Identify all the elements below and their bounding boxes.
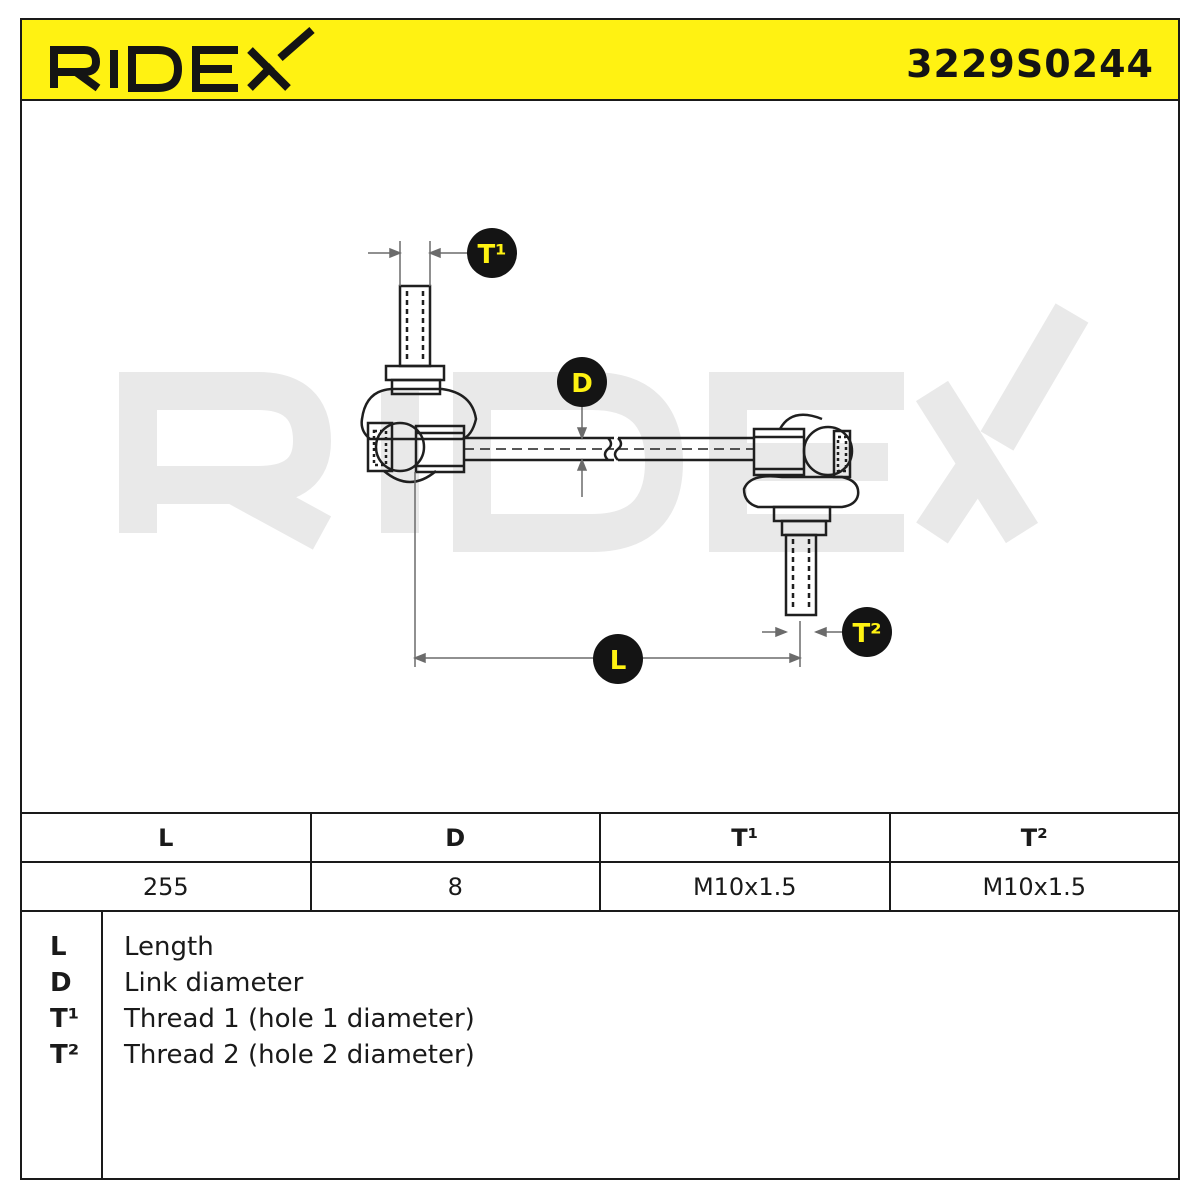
callout-d: D bbox=[557, 357, 607, 407]
spec-header-t1: T¹ bbox=[599, 812, 891, 863]
spec-value-t2: M10x1.5 bbox=[888, 861, 1180, 912]
spec-value-l: 255 bbox=[20, 861, 312, 912]
callout-d-label: D bbox=[571, 369, 593, 399]
spec-header-d: D bbox=[309, 812, 601, 863]
legend-row-t1: T¹ Thread 1 (hole 1 diameter) bbox=[22, 1002, 1178, 1038]
callout-t1-label: T¹ bbox=[477, 240, 506, 270]
ridex-watermark bbox=[119, 303, 1089, 552]
legend-symbol: T² bbox=[50, 1040, 80, 1070]
legend-description: Thread 1 (hole 1 diameter) bbox=[124, 1004, 475, 1034]
legend-symbol: L bbox=[50, 932, 67, 962]
callout-t2: T² bbox=[842, 607, 892, 657]
spec-value-t1: M10x1.5 bbox=[599, 861, 891, 912]
legend-description: Link diameter bbox=[124, 968, 304, 998]
spec-header-row: L D T¹ T² bbox=[20, 812, 1180, 863]
spec-value-row: 255 8 M10x1.5 M10x1.5 bbox=[20, 861, 1180, 912]
legend-symbol: D bbox=[50, 968, 72, 998]
legend-description: Thread 2 (hole 2 diameter) bbox=[124, 1040, 475, 1070]
spec-header-l: L bbox=[20, 812, 312, 863]
legend-divider bbox=[101, 912, 103, 1178]
legend-row-d: D Link diameter bbox=[22, 966, 1178, 1002]
part-number: 3229S0244 bbox=[906, 42, 1154, 86]
legend-description: Length bbox=[124, 932, 214, 962]
callout-t2-label: T² bbox=[852, 619, 881, 649]
legend-symbol: T¹ bbox=[50, 1004, 80, 1034]
stabiliser-link-drawing: T¹ D L T² bbox=[119, 228, 1089, 684]
legend-row-t2: T² Thread 2 (hole 2 diameter) bbox=[22, 1038, 1178, 1074]
ridex-logo bbox=[50, 26, 315, 92]
spec-table: L D T¹ T² 255 8 M10x1.5 M10x1.5 bbox=[20, 812, 1180, 912]
callout-l-label: L bbox=[610, 646, 627, 676]
callout-t1: T¹ bbox=[467, 228, 517, 278]
spec-value-d: 8 bbox=[309, 861, 601, 912]
callout-l: L bbox=[593, 634, 643, 684]
spec-header-t2: T² bbox=[888, 812, 1180, 863]
legend-row-l: L Length bbox=[22, 930, 1178, 966]
diagram-area: T¹ D L T² bbox=[22, 101, 1178, 813]
header-bar: 3229S0244 bbox=[20, 18, 1180, 101]
legend: L Length D Link diameter T¹ Thread 1 (ho… bbox=[20, 910, 1180, 1180]
